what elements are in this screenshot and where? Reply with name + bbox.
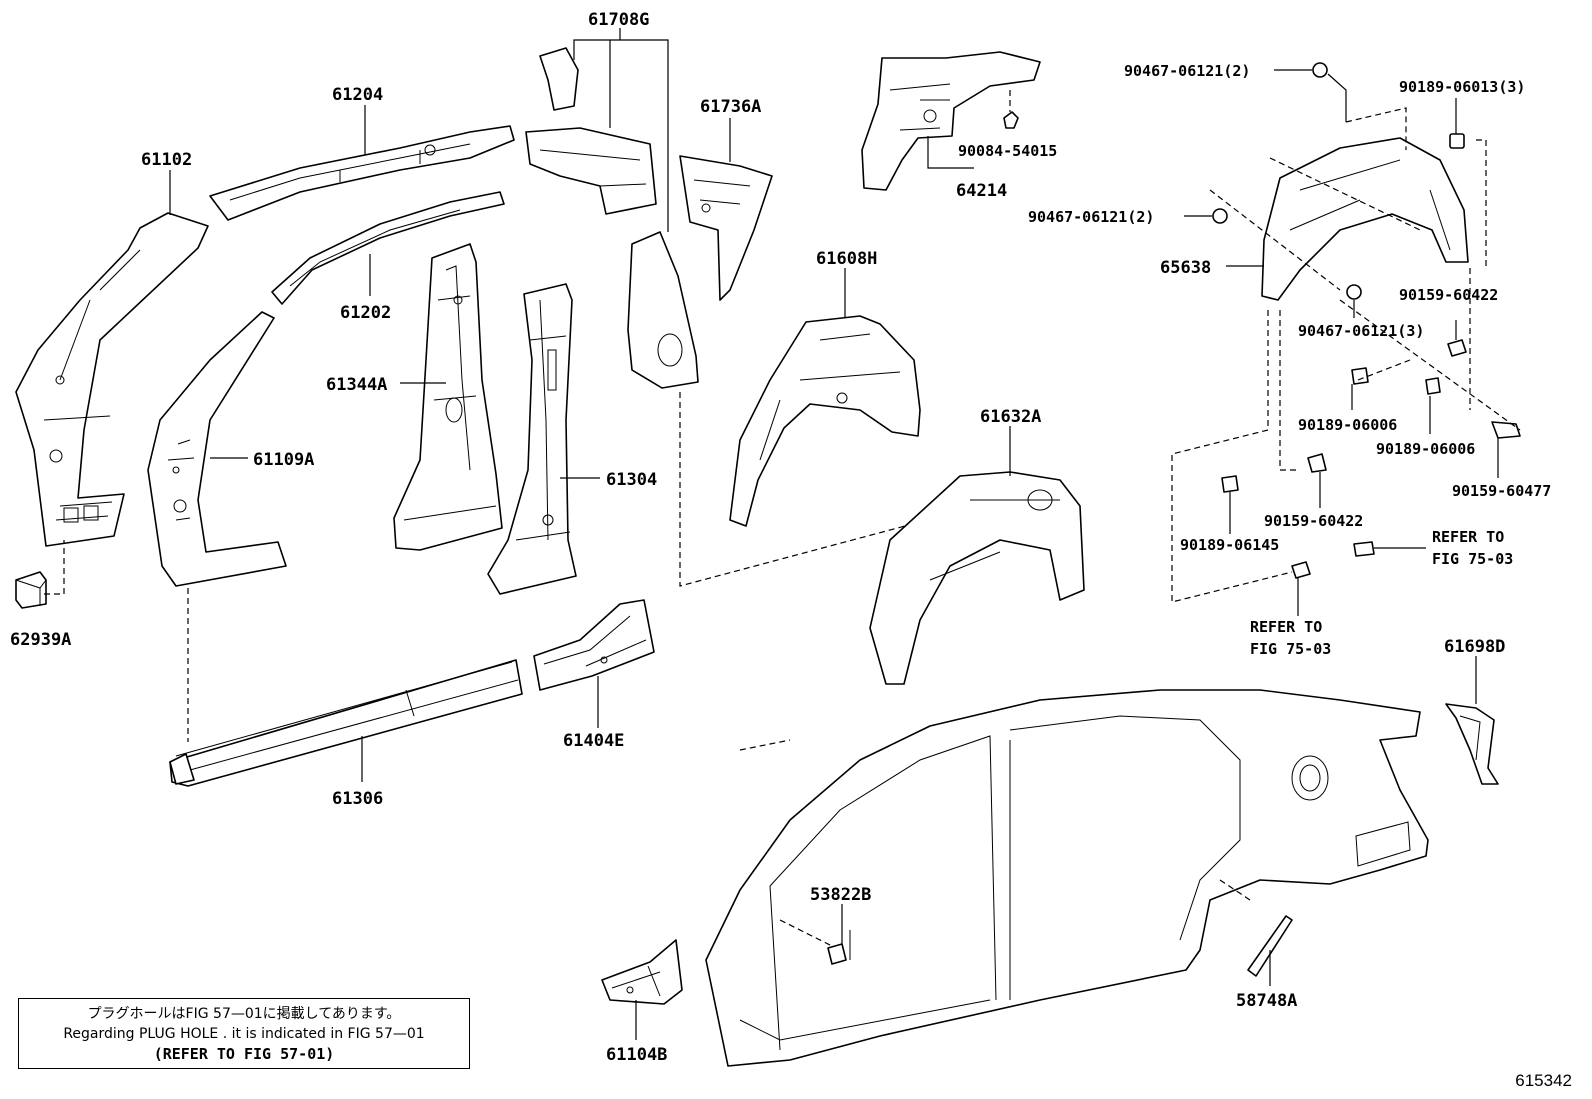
part-61304-center-pillar-outer <box>487 283 577 595</box>
part-61204-roof-rail <box>209 125 515 221</box>
refer-b-line1: REFER TO <box>1250 618 1322 636</box>
label-90189-06013: 90189-06013(3) <box>1399 78 1525 96</box>
part-61404E-rocker-extension <box>533 599 655 691</box>
part-61109A-inner-pillar <box>147 311 287 587</box>
label-61109A: 61109A <box>253 450 314 470</box>
label-53822B: 53822B <box>810 885 871 905</box>
label-90159-60477: 90159-60477 <box>1452 482 1551 500</box>
part-61306-rocker-panel <box>169 659 523 787</box>
label-61698D: 61698D <box>1444 637 1505 657</box>
label-61736A: 61736A <box>700 97 761 117</box>
part-61608H-wheel-house-inner <box>729 315 921 527</box>
part-62939A-block <box>15 571 47 609</box>
fasteners-cluster <box>1212 62 1521 579</box>
label-90189-06006-a: 90189-06006 <box>1298 416 1397 434</box>
label-61204: 61204 <box>332 85 383 105</box>
refer-b-line2: FIG 75-03 <box>1250 640 1331 658</box>
part-61698D-bracket <box>1445 703 1499 785</box>
label-90467-06121-b: 90467-06121(2) <box>1028 208 1154 226</box>
label-61632A: 61632A <box>980 407 1041 427</box>
part-61632A-wheel-house-outer <box>869 471 1085 685</box>
note-reference: (REFER TO FIG 57-01) <box>153 1045 335 1063</box>
figure-number: 615342 <box>1515 1071 1572 1090</box>
label-64214: 64214 <box>956 181 1007 201</box>
part-65638-wheel-liner <box>1261 137 1469 301</box>
part-61102-front-pillar <box>15 212 209 547</box>
label-90084-54015: 90084-54015 <box>958 142 1057 160</box>
label-61202: 61202 <box>340 303 391 323</box>
part-61104B-bracket <box>601 939 683 1005</box>
label-90189-06145: 90189-06145 <box>1180 536 1279 554</box>
part-61344A-center-pillar <box>393 243 503 551</box>
note-english: Regarding PLUG HOLE . it is indicated in… <box>63 1026 425 1042</box>
part-64214-bracket <box>861 51 1041 191</box>
label-61708G: 61708G <box>588 10 649 30</box>
label-65638: 65638 <box>1160 258 1211 278</box>
label-90467-06121-a: 90467-06121(2) <box>1124 62 1250 80</box>
part-53822B-plug <box>827 943 847 965</box>
label-58748A: 58748A <box>1236 991 1297 1011</box>
label-61104B: 61104B <box>606 1045 667 1065</box>
part-body-side-outer <box>705 689 1429 1067</box>
refer-a-line1: REFER TO <box>1432 528 1504 546</box>
label-61404E: 61404E <box>563 731 624 751</box>
label-61344A: 61344A <box>326 375 387 395</box>
label-61102: 61102 <box>141 150 192 170</box>
part-61202-inner-roof-rail <box>271 191 505 305</box>
label-61304: 61304 <box>606 470 657 490</box>
note-japanese: プラグホールはFIG 57—01に掲載してあります。 <box>87 1006 401 1022</box>
label-90159-60422-b: 90159-60422 <box>1264 512 1363 530</box>
label-61306: 61306 <box>332 789 383 809</box>
part-61708G-quarter <box>525 47 699 389</box>
part-58748A-strip <box>1247 915 1293 977</box>
part-61736A-quarter-inner <box>679 155 773 301</box>
label-61608H: 61608H <box>816 249 877 269</box>
refer-a-line2: FIG 75-03 <box>1432 550 1513 568</box>
label-90189-06006-b: 90189-06006 <box>1376 440 1475 458</box>
label-90467-06121-c: 90467-06121(3) <box>1298 322 1424 340</box>
label-62939A: 62939A <box>10 630 71 650</box>
label-90159-60422-a: 90159-60422 <box>1399 286 1498 304</box>
plug-hole-note: プラグホールはFIG 57—01に掲載してあります。 Regarding PLU… <box>18 998 470 1069</box>
